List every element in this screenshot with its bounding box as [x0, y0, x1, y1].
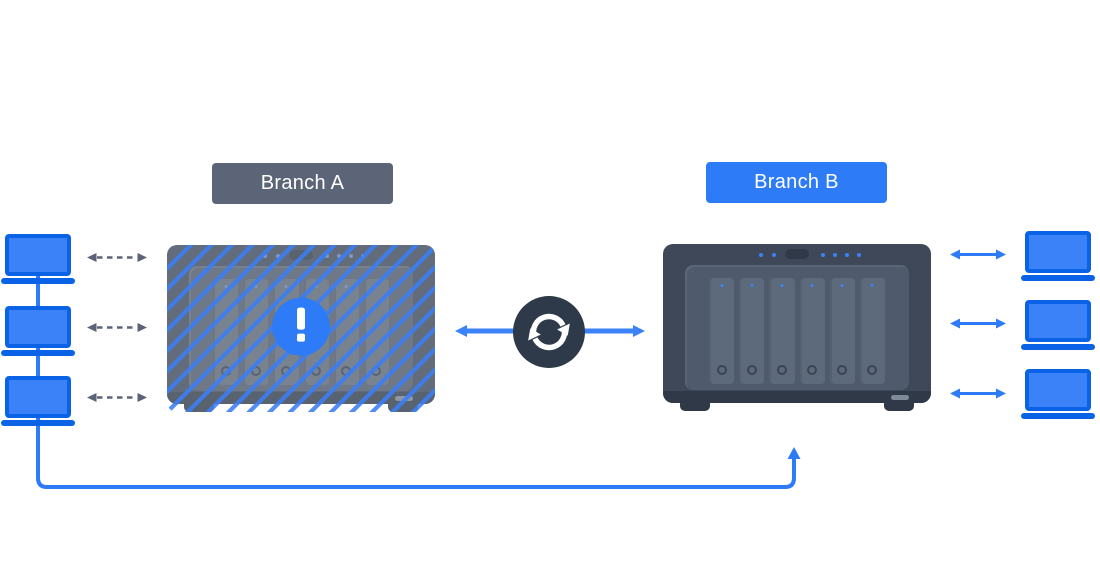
laptop-icon — [1021, 300, 1095, 350]
laptop-icon — [1, 234, 75, 284]
nas-top-button — [289, 250, 313, 260]
nas-foot — [680, 403, 710, 411]
solid-double-arrow-icon — [950, 318, 1006, 329]
nas-foot — [184, 404, 214, 412]
status-led — [845, 253, 849, 257]
drive-bay — [799, 278, 825, 384]
status-led — [263, 254, 267, 258]
drive-bay — [859, 278, 886, 384]
laptop-icon — [1021, 369, 1095, 419]
drive-bay — [243, 279, 269, 385]
status-led — [821, 253, 825, 257]
laptop-base — [1, 350, 75, 356]
status-led — [361, 254, 365, 258]
status-led — [759, 253, 763, 257]
nas-foot — [884, 403, 914, 411]
dashed-double-arrow-icon — [87, 393, 147, 402]
laptop-screen — [5, 234, 71, 276]
drive-bay — [739, 278, 765, 384]
laptop-icon — [1, 306, 75, 356]
branch-a-nas — [167, 245, 435, 412]
nas-foot — [388, 404, 418, 412]
nas-top-button — [785, 249, 809, 259]
laptop-screen — [5, 376, 71, 418]
dashed-double-arrow-icon — [87, 253, 147, 262]
status-led — [857, 253, 861, 257]
status-led — [325, 254, 329, 258]
drive-bay — [829, 278, 855, 384]
drive-bay — [213, 279, 239, 385]
solid-double-arrow-icon — [950, 388, 1006, 399]
nas-base — [663, 391, 931, 403]
up-arrowhead-icon — [787, 447, 801, 459]
laptop-screen — [1025, 300, 1091, 342]
laptop-icon — [1, 376, 75, 426]
status-led — [833, 253, 837, 257]
alert-icon — [272, 297, 330, 356]
branch-b-label-text: Branch B — [754, 171, 839, 193]
laptop-icon — [1021, 231, 1095, 281]
drive-bay — [769, 278, 795, 384]
branch-a-label: Branch A — [212, 163, 393, 204]
laptop-base — [1021, 413, 1095, 419]
laptop-base — [1021, 344, 1095, 350]
drive-bay — [363, 279, 390, 385]
drive-bay — [709, 278, 735, 384]
status-led — [772, 253, 776, 257]
branch-b-nas — [663, 244, 931, 411]
drive-bay — [333, 279, 359, 385]
branch-b-label: Branch B — [706, 162, 887, 203]
laptop-base — [1, 420, 75, 426]
solid-double-arrow-icon — [950, 249, 1006, 260]
status-led — [349, 254, 353, 258]
nas-power-slot — [891, 395, 909, 400]
laptop-base — [1, 278, 75, 284]
nas-power-slot — [395, 396, 413, 401]
laptop-base — [1021, 275, 1095, 281]
nas-drive-bays — [709, 278, 886, 384]
status-led — [337, 254, 341, 258]
laptop-screen — [5, 306, 71, 348]
sync-icon — [513, 296, 585, 368]
status-led — [276, 254, 280, 258]
laptop-screen — [1025, 231, 1091, 273]
dashed-double-arrow-icon — [87, 323, 147, 332]
branch-a-label-text: Branch A — [260, 172, 345, 194]
laptop-screen — [1025, 369, 1091, 411]
